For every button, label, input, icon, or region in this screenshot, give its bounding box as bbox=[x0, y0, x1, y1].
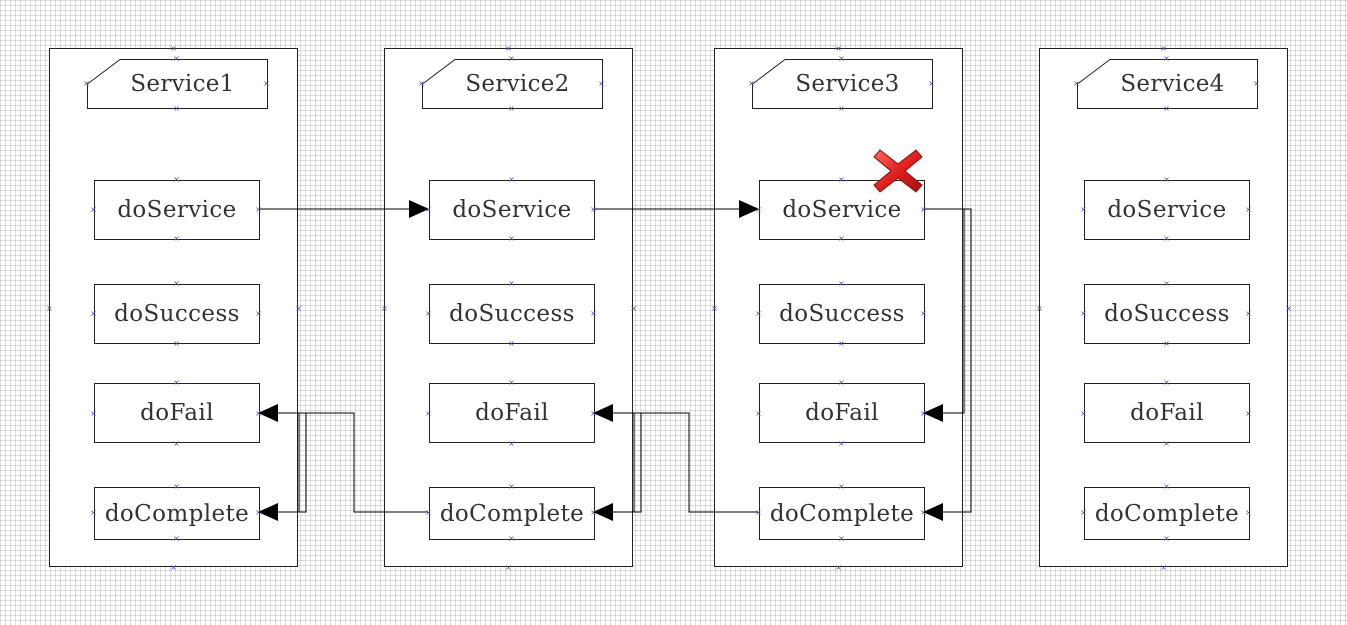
lane-title-text: Service4 bbox=[1120, 71, 1225, 97]
lane-title-text: Service3 bbox=[795, 71, 900, 97]
title-shape bbox=[87, 59, 268, 109]
lane-title-service2[interactable]: Service2 bbox=[422, 59, 603, 109]
red-x-icon bbox=[873, 149, 923, 193]
method-doservice-service2[interactable]: doService bbox=[429, 180, 595, 240]
title-shape bbox=[422, 59, 603, 109]
arrow-s1-fail-to-s1-complete[interactable] bbox=[258, 412, 307, 521]
lane-service3[interactable]: Service3 doService doSuccess doFail doCo… bbox=[714, 48, 963, 567]
lane-title-service1[interactable]: Service1 bbox=[87, 59, 268, 109]
title-shape bbox=[1077, 59, 1258, 109]
arrow-s2-fail-to-s2-complete[interactable] bbox=[593, 412, 642, 521]
method-docomplete-service2[interactable]: doComplete bbox=[429, 487, 595, 540]
lane-service1[interactable]: Service1 doService doSuccess doFail doCo… bbox=[49, 48, 298, 567]
lane-service2[interactable]: Service2 doService doSuccess doFail doCo… bbox=[384, 48, 633, 567]
arrow-s3-service-to-s3-fail[interactable] bbox=[923, 208, 965, 422]
method-doservice-service3[interactable]: doService bbox=[759, 180, 925, 240]
method-doservice-service4[interactable]: doService bbox=[1084, 180, 1250, 240]
method-docomplete-service4[interactable]: doComplete bbox=[1084, 487, 1250, 540]
title-shape bbox=[752, 59, 933, 109]
method-doservice-service1[interactable]: doService bbox=[94, 180, 260, 240]
arrow-s3-service-to-s3-complete[interactable] bbox=[923, 208, 972, 521]
method-docomplete-service3[interactable]: doComplete bbox=[759, 487, 925, 540]
lane-title-text: Service1 bbox=[130, 71, 235, 97]
lane-title-service4[interactable]: Service4 bbox=[1077, 59, 1258, 109]
method-dosuccess-service2[interactable]: doSuccess bbox=[429, 284, 595, 344]
method-dofail-service4[interactable]: doFail bbox=[1084, 383, 1250, 443]
method-dofail-service1[interactable]: doFail bbox=[94, 383, 260, 443]
lane-title-text: Service2 bbox=[465, 71, 570, 97]
lane-service4[interactable]: Service4 doService doSuccess doFail doCo… bbox=[1039, 48, 1288, 567]
method-dofail-service3[interactable]: doFail bbox=[759, 383, 925, 443]
method-docomplete-service1[interactable]: doComplete bbox=[94, 487, 260, 540]
method-dosuccess-service3[interactable]: doSuccess bbox=[759, 284, 925, 344]
method-dosuccess-service4[interactable]: doSuccess bbox=[1084, 284, 1250, 344]
method-dofail-service2[interactable]: doFail bbox=[429, 383, 595, 443]
lane-title-service3[interactable]: Service3 bbox=[752, 59, 933, 109]
arrow-s3-complete-to-s2-fail[interactable] bbox=[593, 404, 758, 513]
method-dosuccess-service1[interactable]: doSuccess bbox=[94, 284, 260, 344]
arrow-s2-complete-to-s1-fail[interactable] bbox=[258, 404, 428, 513]
